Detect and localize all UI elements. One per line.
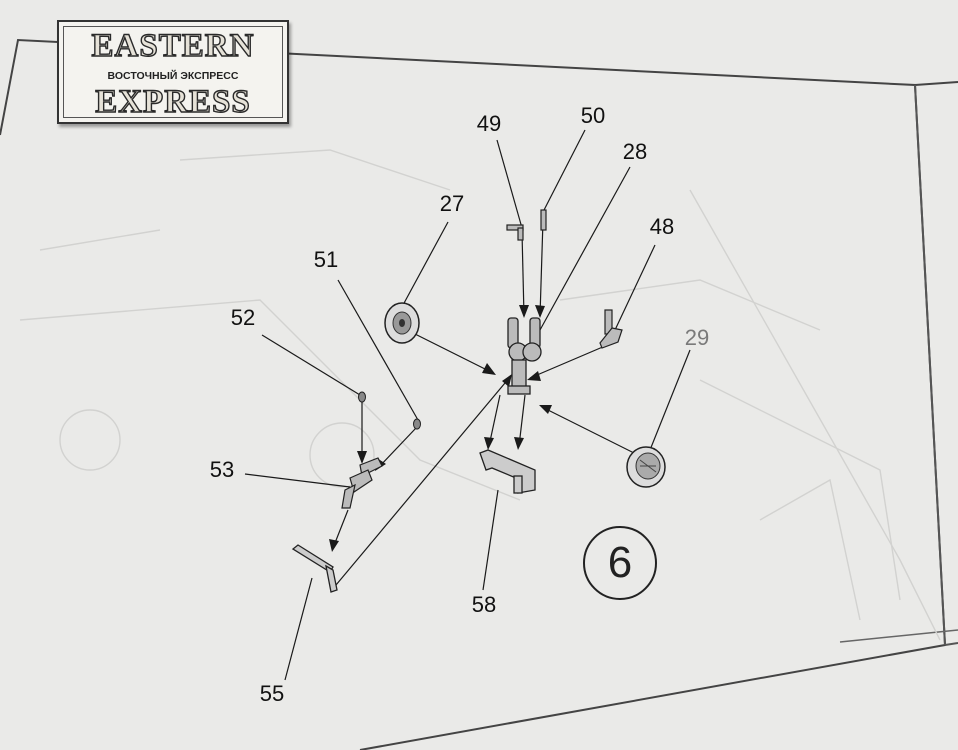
part-51 xyxy=(413,418,421,430)
part-29-wheel xyxy=(626,446,666,488)
callout-52: 52 xyxy=(230,305,256,330)
callout-27: 27 xyxy=(439,191,465,216)
part-55-leg xyxy=(291,544,338,593)
callout-51: 51 xyxy=(313,247,339,272)
part-48 xyxy=(599,309,623,349)
callout-29: 29 xyxy=(684,325,710,350)
landing-gear-assembly xyxy=(507,317,542,395)
part-58-bracket xyxy=(479,449,536,494)
part-53-strut xyxy=(341,457,383,509)
panel-border-top-right xyxy=(914,81,958,86)
callout-53: 53 xyxy=(209,457,235,482)
logo-frame xyxy=(63,26,283,118)
leader-lines xyxy=(244,129,691,681)
faint-background-drawing xyxy=(19,149,941,641)
step-number-badge: 6 xyxy=(583,526,657,600)
part-50 xyxy=(540,209,547,231)
callout-48: 48 xyxy=(649,214,675,239)
eastern-express-logo: EASTERN ВОСТОЧНЫЙ ЭКСПРЕСС EXPRESS xyxy=(57,20,289,124)
logo-subtitle: ВОСТОЧНЫЙ ЭКСПРЕСС xyxy=(107,70,239,82)
part-49 xyxy=(506,224,524,241)
callout-49: 49 xyxy=(476,111,502,136)
part-52 xyxy=(358,391,366,403)
callout-58: 58 xyxy=(471,592,497,617)
panel-divider xyxy=(914,84,946,646)
callout-55: 55 xyxy=(259,681,285,706)
logo-word-express: EXPRESS xyxy=(95,83,251,120)
callout-50: 50 xyxy=(580,103,606,128)
callout-28: 28 xyxy=(622,139,648,164)
logo-word-eastern: EASTERN xyxy=(91,27,255,64)
part-27-wheel xyxy=(384,302,420,344)
